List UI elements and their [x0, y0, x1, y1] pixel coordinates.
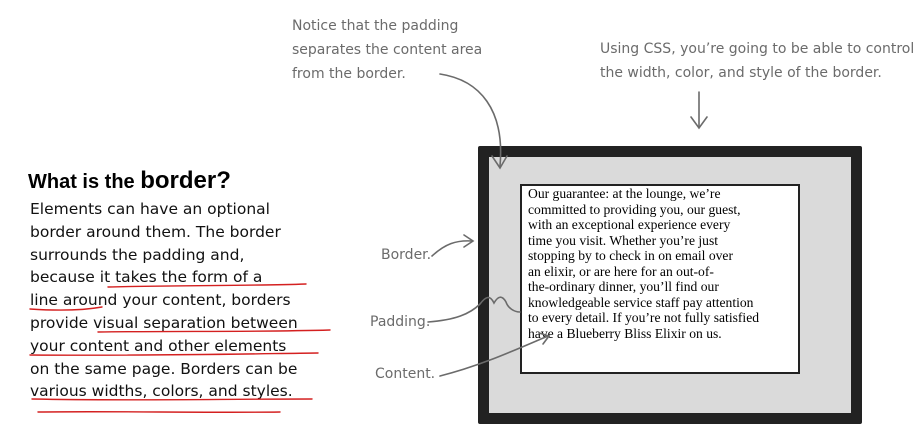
highlight-underline-6 [37, 411, 281, 413]
content-label: Content. [375, 366, 436, 382]
section-body: Elements can have an optional border aro… [30, 200, 298, 401]
content-text: Our guarantee: at the lounge, we’re comm… [528, 186, 760, 341]
heading-emphasis: border? [140, 167, 231, 194]
border-label-arrowhead [463, 234, 475, 248]
padding-annotation: Notice that the padding separates the co… [292, 18, 483, 82]
css-note-arrowhead [690, 116, 708, 130]
css-annotation: Using CSS, you’re going to be able to co… [600, 41, 915, 81]
content-box [520, 184, 800, 374]
border-label: Border. [381, 247, 432, 263]
heading-prefix: What is the [28, 171, 141, 193]
border-label-arrow [431, 240, 473, 257]
padding-label: Padding. [370, 314, 431, 330]
section-heading: What is the border? [28, 167, 231, 195]
